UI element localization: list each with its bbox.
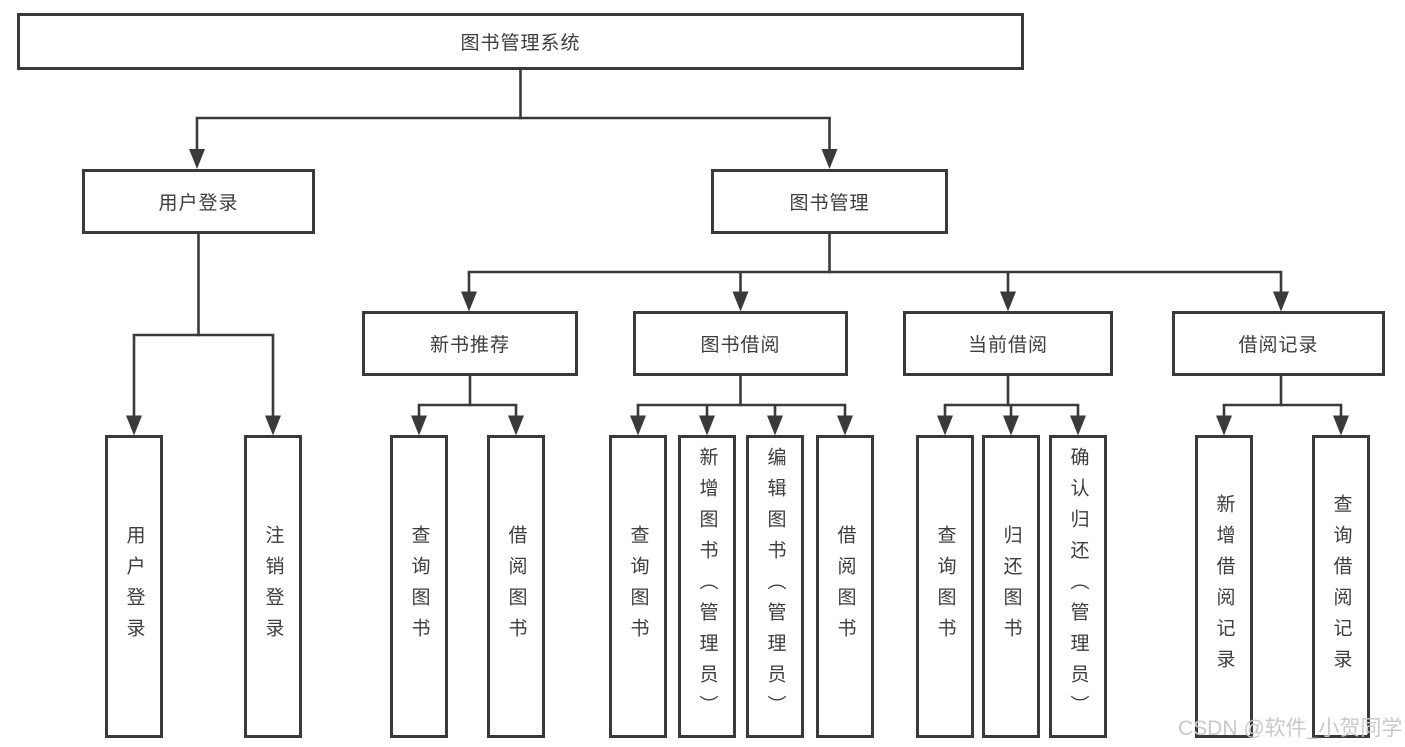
leaf-current-query-books-label: 查询图书: [934, 524, 956, 649]
leaf-current-query-books: 查询图书: [916, 435, 974, 738]
connector-currentborrow-to-leaves: [937, 375, 1086, 436]
connector-root-to-level2: [189, 70, 838, 169]
leaf-records-add-record-label: 新增借阅记录: [1213, 493, 1235, 680]
leaf-recommend-query-books-label: 查询图书: [408, 524, 430, 649]
leaf-user-login: 用户登录: [105, 435, 163, 738]
node-current-borrow: 当前借阅: [903, 311, 1113, 376]
connector-newbook-to-leaves: [411, 375, 524, 436]
leaf-current-confirm-return-admin: 确认归还（管理员）: [1049, 435, 1107, 738]
connector-bookborrow-to-leaves: [630, 375, 853, 436]
node-root-label: 图书管理系统: [460, 33, 581, 54]
node-user-login: 用户登录: [82, 169, 315, 234]
node-borrow-records-label: 借阅记录: [1238, 335, 1319, 356]
node-current-borrow-label: 当前借阅: [967, 335, 1048, 356]
leaf-borrow-edit-books-admin-label: 编辑图书（管理员）: [764, 447, 786, 726]
node-book-management-label: 图书管理: [789, 193, 870, 214]
leaf-borrow-query-books-label: 查询图书: [627, 524, 649, 649]
leaf-logout: 注销登录: [244, 435, 302, 738]
leaf-recommend-query-books: 查询图书: [390, 435, 448, 738]
leaf-borrow-borrow-books-label: 借阅图书: [834, 524, 856, 649]
node-borrow-records: 借阅记录: [1172, 311, 1385, 376]
node-book-management: 图书管理: [711, 169, 948, 234]
leaf-recommend-borrow-books: 借阅图书: [487, 435, 545, 738]
leaf-current-return-books-label: 归还图书: [1000, 524, 1022, 649]
node-book-borrow-label: 图书借阅: [700, 335, 781, 356]
connector-login-to-leaves: [126, 233, 281, 436]
leaf-current-return-books: 归还图书: [982, 435, 1040, 738]
connector-records-to-leaves: [1216, 375, 1349, 436]
leaf-user-login-label: 用户登录: [123, 524, 145, 649]
leaf-current-confirm-return-admin-label: 确认归还（管理员）: [1067, 447, 1089, 726]
connector-mgmt-to-level3: [461, 233, 1289, 312]
leaf-borrow-borrow-books: 借阅图书: [816, 435, 874, 738]
leaf-records-query-record-label: 查询借阅记录: [1330, 493, 1352, 680]
node-book-borrow: 图书借阅: [633, 311, 848, 376]
node-root: 图书管理系统: [17, 13, 1024, 70]
leaf-borrow-query-books: 查询图书: [609, 435, 667, 738]
leaf-borrow-add-books-admin: 新增图书（管理员）: [678, 435, 736, 738]
node-new-book-recommend: 新书推荐: [362, 311, 578, 376]
csdn-watermark: CSDN @软件_小贺同学: [1178, 717, 1403, 740]
node-user-login-label: 用户登录: [158, 193, 239, 214]
leaf-records-query-record: 查询借阅记录: [1312, 435, 1370, 738]
node-new-book-recommend-label: 新书推荐: [429, 335, 510, 356]
leaf-records-add-record: 新增借阅记录: [1195, 435, 1253, 738]
leaf-logout-label: 注销登录: [262, 524, 284, 649]
leaf-borrow-edit-books-admin: 编辑图书（管理员）: [746, 435, 804, 738]
leaf-recommend-borrow-books-label: 借阅图书: [505, 524, 527, 649]
leaf-borrow-add-books-admin-label: 新增图书（管理员）: [696, 447, 718, 726]
